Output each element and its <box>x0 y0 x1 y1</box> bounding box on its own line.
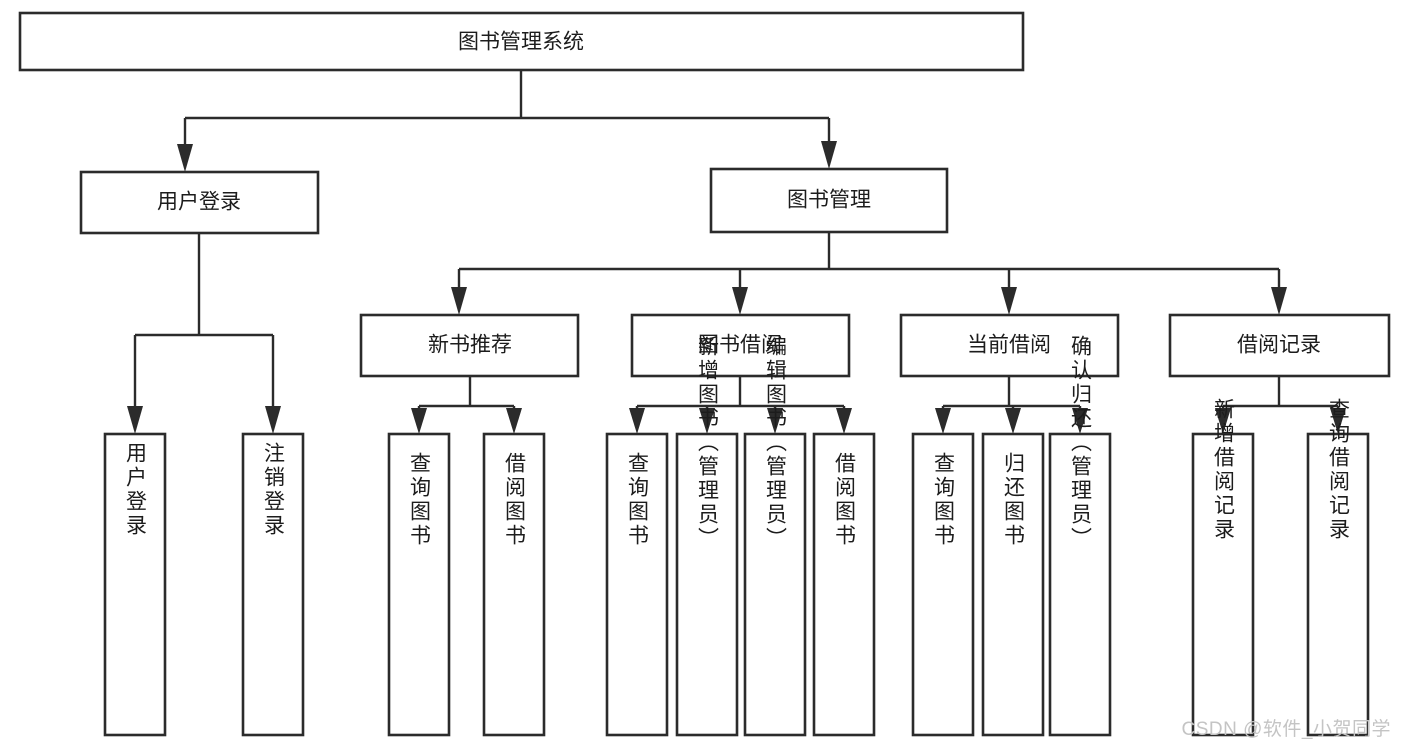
node-current-borrow-box[interactable] <box>899 313 1120 378</box>
node-leaf-user-login-box[interactable] <box>103 432 167 737</box>
node-new-book-recommend[interactable]: 新书推荐 <box>359 313 580 378</box>
arrowhead-leaf-user-login <box>127 406 143 434</box>
connector-group-book-manage <box>451 232 1287 315</box>
connector-group-borrow-record <box>1215 376 1346 434</box>
arrowhead-leaf-query-book-borrow <box>629 408 645 434</box>
arrowhead-leaf-query-record <box>1330 408 1346 434</box>
connector-group-root <box>177 70 837 172</box>
node-leaf-query-book-borrow[interactable]: 查询图书 <box>605 432 669 737</box>
node-current-borrow[interactable]: 当前借阅 <box>899 313 1120 378</box>
connector-group-user-login <box>127 233 281 434</box>
node-leaf-query-book-current[interactable]: 查询图书 <box>911 432 975 737</box>
node-root-box[interactable] <box>18 11 1025 72</box>
node-leaf-return-book[interactable]: 归还图书 <box>981 432 1045 737</box>
arrowhead-leaf-query-book-rec <box>411 408 427 434</box>
node-leaf-query-book-borrow-label: 查询图书 <box>626 452 650 548</box>
node-leaf-return-book-box[interactable] <box>981 432 1045 737</box>
node-leaf-edit-book-box[interactable] <box>743 432 807 737</box>
node-leaf-query-book-current-label: 查询图书 <box>932 452 956 548</box>
node-book-manage[interactable]: 图书管理 <box>709 167 949 234</box>
node-leaf-borrow-book-rec[interactable]: 借阅图书 <box>482 432 546 737</box>
connector-group-current-borrow <box>935 376 1088 434</box>
arrowhead-leaf-borrow-book-rec <box>506 408 522 434</box>
node-leaf-borrow-book-rec-label: 借阅图书 <box>503 452 527 548</box>
node-borrow-record[interactable]: 借阅记录 <box>1168 313 1391 378</box>
node-leaf-query-book-borrow-box[interactable] <box>605 432 669 737</box>
arrowhead-borrow-record <box>1271 287 1287 315</box>
node-leaf-add-record-label: 新增借阅记录 <box>1212 398 1236 542</box>
node-leaf-query-book-current-box[interactable] <box>911 432 975 737</box>
node-user-login-box[interactable] <box>79 170 320 235</box>
node-leaf-borrow-book[interactable]: 借阅图书 <box>812 432 876 737</box>
node-leaf-add-book-label: 新增图书（管理员） <box>696 335 720 551</box>
node-user-login[interactable]: 用户登录 <box>79 170 320 235</box>
node-leaf-query-book-rec[interactable]: 查询图书 <box>387 432 451 737</box>
arrowhead-book-manage <box>821 141 837 169</box>
node-leaf-edit-book-label: 编辑图书（管理员） <box>764 335 788 551</box>
node-leaf-borrow-book-rec-box[interactable] <box>482 432 546 737</box>
node-leaf-user-login[interactable]: 用户登录 <box>103 432 167 737</box>
node-leaf-edit-book[interactable]: 编辑图书（管理员） <box>743 335 807 737</box>
connector-group-book-borrow <box>629 376 852 434</box>
node-borrow-record-box[interactable] <box>1168 313 1391 378</box>
node-leaf-logout-box[interactable] <box>241 432 305 737</box>
node-new-book-recommend-label: 新书推荐 <box>428 334 512 357</box>
arrowhead-leaf-query-book-current <box>935 408 951 434</box>
node-leaf-borrow-book-box[interactable] <box>812 432 876 737</box>
arrowhead-leaf-add-book <box>699 408 715 434</box>
node-leaf-return-book-label: 归还图书 <box>1002 452 1026 548</box>
node-leaf-user-login-label: 用户登录 <box>124 442 148 538</box>
node-root[interactable]: 图书管理系统 <box>18 11 1025 72</box>
node-book-manage-box[interactable] <box>709 167 949 234</box>
node-book-manage-label: 图书管理 <box>787 189 871 212</box>
arrowhead-leaf-borrow-book <box>836 408 852 434</box>
node-user-login-label: 用户登录 <box>157 191 241 214</box>
node-leaf-confirm-return-label: 确认归还（管理员） <box>1069 335 1093 551</box>
node-leaf-query-book-rec-box[interactable] <box>387 432 451 737</box>
arrowhead-leaf-logout <box>265 406 281 434</box>
arrowhead-leaf-add-record <box>1215 408 1231 434</box>
node-leaf-confirm-return-box[interactable] <box>1048 432 1112 737</box>
node-leaf-add-record-box[interactable] <box>1191 432 1255 737</box>
node-leaf-add-book[interactable]: 新增图书（管理员） <box>675 335 739 737</box>
node-book-borrow[interactable]: 图书借阅 <box>630 313 851 378</box>
node-leaf-query-record[interactable]: 查询借阅记录 <box>1306 398 1370 737</box>
node-leaf-confirm-return[interactable]: 确认归还（管理员） <box>1048 335 1112 737</box>
csdn-watermark: CSDN @软件_小贺同学 <box>1181 719 1391 740</box>
node-leaf-logout-label: 注销登录 <box>262 442 286 538</box>
node-leaf-query-book-rec-label: 查询图书 <box>408 452 432 548</box>
node-leaf-query-record-box[interactable] <box>1306 432 1370 737</box>
node-current-borrow-label: 当前借阅 <box>967 334 1051 357</box>
node-root-label: 图书管理系统 <box>458 31 584 54</box>
node-leaf-logout[interactable]: 注销登录 <box>241 432 305 737</box>
node-book-borrow-label: 图书借阅 <box>698 334 782 357</box>
arrowhead-user-login <box>177 144 193 172</box>
node-leaf-add-book-box[interactable] <box>675 432 739 737</box>
node-borrow-record-label: 借阅记录 <box>1237 334 1321 357</box>
node-book-borrow-box[interactable] <box>630 313 851 378</box>
node-leaf-query-record-label: 查询借阅记录 <box>1327 398 1351 542</box>
node-new-book-recommend-box[interactable] <box>359 313 580 378</box>
node-leaf-add-record[interactable]: 新增借阅记录 <box>1191 398 1255 737</box>
arrowhead-leaf-confirm-return <box>1072 408 1088 434</box>
arrowhead-book-borrow <box>732 287 748 315</box>
node-leaf-borrow-book-label: 借阅图书 <box>833 452 857 548</box>
arrowhead-new-book-recommend <box>451 287 467 315</box>
arrowhead-leaf-return-book <box>1005 408 1021 434</box>
connector-group-new-book-recommend <box>411 376 522 434</box>
arrowhead-current-borrow <box>1001 287 1017 315</box>
arrowhead-leaf-edit-book <box>767 408 783 434</box>
